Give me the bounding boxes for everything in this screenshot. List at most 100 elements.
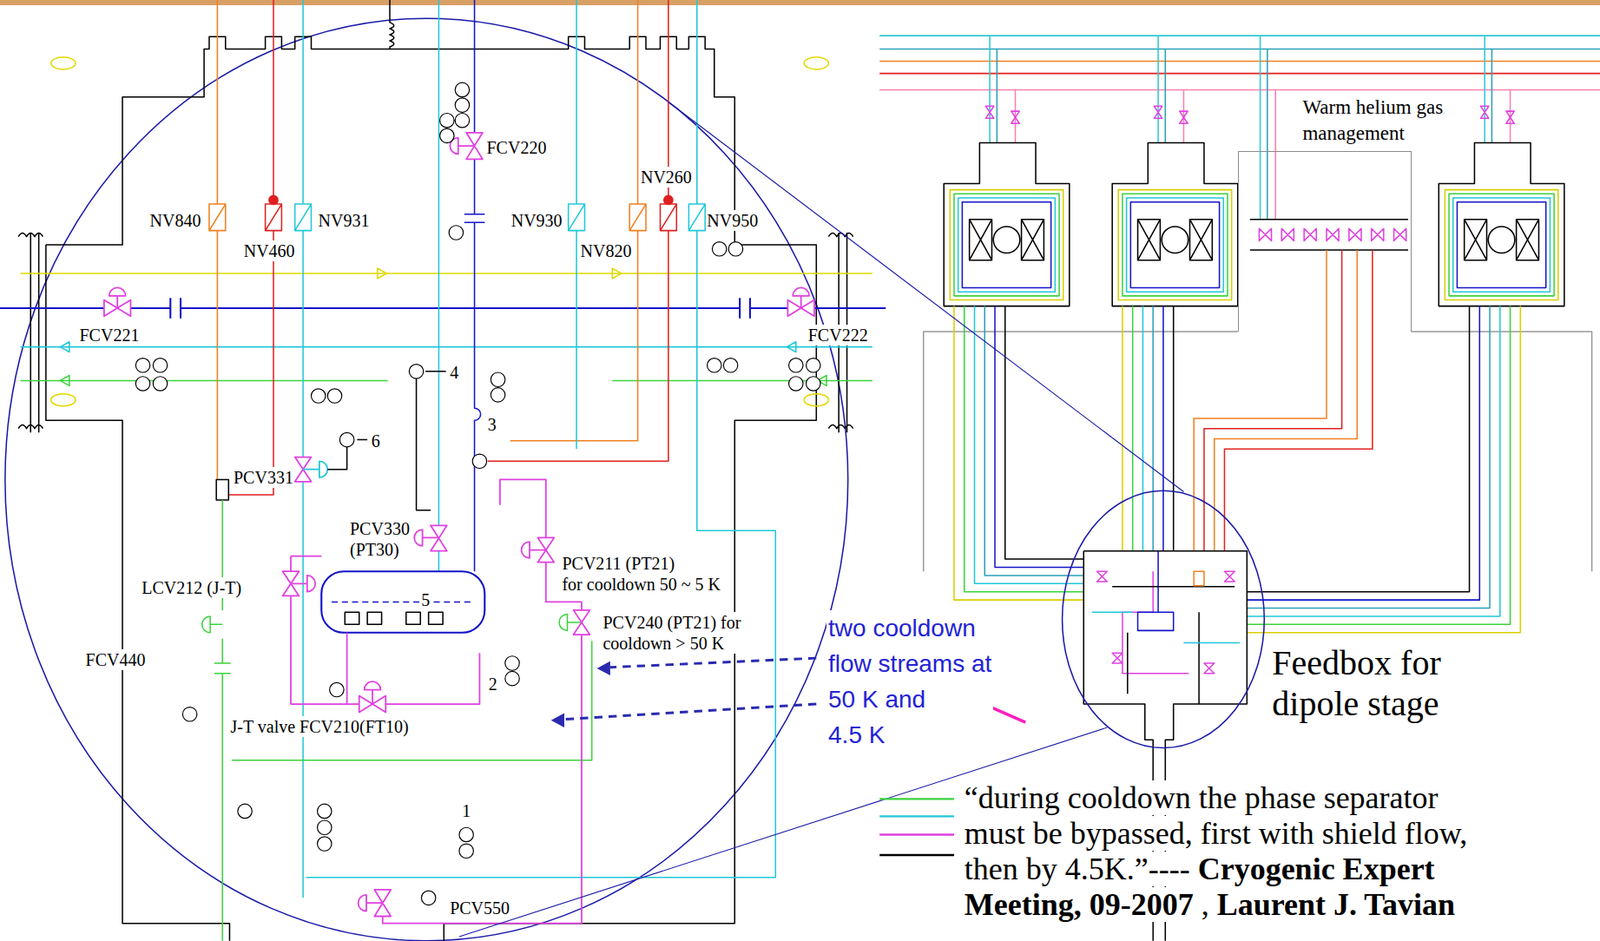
valve-label: NV931	[317, 210, 371, 231]
valve-label: FCV220	[485, 137, 547, 159]
header-line	[20, 346, 873, 349]
line-sample	[879, 833, 955, 836]
feedbox-piping	[1112, 586, 1235, 705]
label-anchor: PCV330 (PT30)	[348, 518, 411, 560]
valve-label: 4	[448, 362, 460, 383]
label-anchor: FCV440	[85, 649, 147, 671]
cooling-line	[974, 306, 1500, 617]
arrow-head	[551, 661, 611, 728]
feedbox-piping	[1138, 551, 1174, 632]
warm-gas-line	[1193, 250, 1357, 552]
red-line	[228, 0, 677, 495]
header-line	[879, 34, 1600, 37]
flow-arrow	[59, 375, 827, 387]
valve-label: FCV440	[85, 649, 147, 671]
valve-label: NV950	[705, 210, 759, 231]
valve-actuator	[109, 138, 810, 912]
valve-label: FCV221	[79, 324, 141, 346]
valve-label: PCV331	[232, 467, 295, 488]
magnet-module	[1438, 143, 1565, 307]
label-anchor: FCV222	[807, 324, 870, 346]
valve-label: NV930	[510, 210, 564, 231]
valve-label: NV260	[639, 166, 693, 188]
label-anchor: PCV331	[232, 467, 295, 488]
zoom-circle	[5, 18, 849, 941]
shield-line	[954, 306, 1521, 633]
valve-label: NV820	[579, 240, 633, 262]
valve-label: 5	[420, 589, 431, 611]
label-anchor: 4	[448, 362, 460, 383]
feedbox-piping	[1092, 612, 1240, 643]
header-line	[20, 272, 873, 275]
label-anchor: 3	[487, 414, 498, 435]
valve-label: PCV330 (PT30)	[348, 518, 411, 560]
zoom-circle	[1062, 490, 1265, 748]
pcv331-body	[216, 479, 229, 501]
label-anchor: 2	[487, 673, 499, 695]
region-line	[923, 331, 1593, 572]
label-anchor: 1	[460, 800, 472, 822]
citation-text: Laurent J. Tavian	[1217, 887, 1456, 922]
loop-symbol	[51, 57, 830, 407]
label-anchor: LCV212 (J-T)	[140, 577, 243, 599]
vacuum-vessel	[46, 36, 817, 941]
citation-text: ,	[1201, 887, 1210, 922]
valve-label: LCV212 (J-T)	[140, 577, 243, 599]
helium-line	[994, 306, 1480, 601]
flow-arrow	[377, 268, 622, 279]
top-bar	[0, 0, 1600, 6]
warm-gas-line	[1204, 250, 1373, 552]
shield-line	[964, 306, 1511, 626]
manifold-line	[1250, 219, 1409, 251]
phase-separator	[321, 571, 485, 633]
cooling-line	[984, 306, 1490, 609]
label-anchor: FCV221	[79, 324, 141, 346]
valve-label: PCV550	[448, 897, 511, 919]
heater-box	[344, 612, 443, 625]
citation-block: “during cooldown the phase separator mus…	[964, 780, 1469, 923]
magenta-line	[290, 479, 582, 923]
label-anchor: NV840	[149, 210, 203, 231]
supply-drop	[1015, 89, 1511, 219]
valve-symbol	[1258, 228, 1406, 241]
magnet-module	[943, 143, 1070, 307]
label-anchor: NV460	[243, 240, 297, 262]
header-line	[0, 297, 886, 319]
line-sample	[879, 854, 955, 856]
flow-arrow	[59, 342, 796, 353]
label-anchor: NV930	[510, 210, 564, 231]
label-anchor: J-T valve FCV210(FT10)	[229, 716, 409, 738]
label-anchor: NV950	[705, 210, 759, 231]
valve-symbol	[104, 132, 815, 917]
line-sample	[879, 815, 955, 817]
label-anchor: PCV211 (PT21) for cooldown 50 ~ 5 K	[560, 553, 721, 595]
valve-label: PCV240 (PT21) for cooldown > 50 K	[601, 612, 742, 654]
valve-label: FCV222	[807, 324, 870, 346]
supply-drop	[996, 48, 1492, 219]
callout-note: two cooldown flow streams at 50 K and 4.…	[826, 610, 994, 753]
valve-label: NV840	[149, 210, 203, 231]
magnet-module	[1112, 143, 1238, 307]
label-anchor: FCV220	[485, 137, 547, 159]
label-anchor: Feedbox for dipole stage	[1270, 642, 1442, 725]
line-sample	[879, 797, 955, 800]
green-line	[202, 500, 593, 941]
valve-actuator	[302, 460, 328, 478]
label-anchor: 5	[420, 589, 431, 611]
valve-label: PCV211 (PT21) for cooldown 50 ~ 5 K	[560, 553, 721, 595]
orange-line	[209, 0, 646, 480]
label-anchor: NV931	[317, 210, 371, 231]
label-anchor: two cooldown flow streams at 50 K and 4.…	[826, 610, 994, 753]
stage-label: Feedbox for dipole stage	[1270, 642, 1442, 725]
label-anchor: NV820	[579, 240, 633, 262]
label-anchor: 6	[370, 430, 382, 452]
label-anchor: PCV240 (PT21) for cooldown > 50 K	[601, 612, 742, 654]
label-anchor: NV260	[639, 166, 693, 188]
region-heading: Warm helium gas management	[1300, 94, 1445, 147]
feedbox-piping	[1193, 571, 1205, 586]
valve-label: 3	[487, 414, 498, 435]
cyan-line	[295, 0, 777, 898]
region-box: Warm helium gas management	[1237, 151, 1412, 332]
